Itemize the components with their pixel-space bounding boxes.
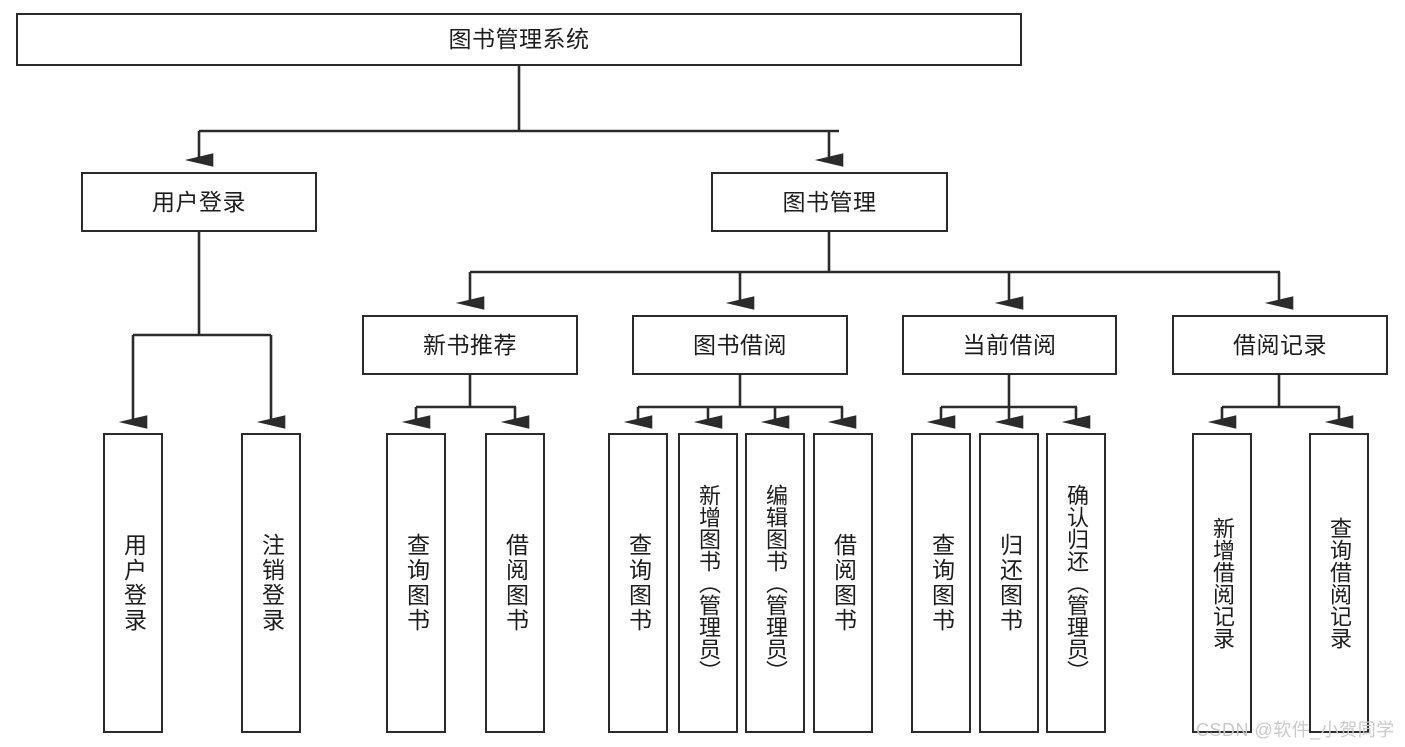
node-label: 借阅记录 <box>1233 331 1327 358</box>
node-label: 图书管理系统 <box>448 26 590 53</box>
leaf-edit-book-admin[interactable]: 编辑图书（管理员） <box>745 433 805 733</box>
csdn-watermark: CSDN @软件_小贺同学 <box>1196 720 1395 740</box>
node-label: 用户登录 <box>120 533 147 633</box>
leaf-borrow-book-borrowing[interactable]: 借阅图书 <box>813 433 873 733</box>
leaf-query-book-borrowing[interactable]: 查询图书 <box>608 433 668 733</box>
node-label: 新增图书（管理员） <box>696 484 721 682</box>
node-root-system[interactable]: 图书管理系统 <box>16 13 1022 66</box>
node-label: 查询图书 <box>928 533 955 633</box>
node-label: 借阅图书 <box>830 533 857 633</box>
leaf-logout[interactable]: 注销登录 <box>241 433 301 733</box>
node-label: 新增借阅记录 <box>1210 517 1235 649</box>
node-label: 借阅图书 <box>502 533 529 633</box>
node-label: 归还图书 <box>996 533 1023 633</box>
node-book-management[interactable]: 图书管理 <box>711 172 948 232</box>
leaf-confirm-return-admin[interactable]: 确认归还（管理员） <box>1046 433 1106 733</box>
leaf-query-book-recommendation[interactable]: 查询图书 <box>386 433 446 733</box>
node-label: 图书管理 <box>782 188 877 215</box>
node-borrow-records[interactable]: 借阅记录 <box>1172 315 1388 375</box>
node-label: 当前借阅 <box>962 331 1057 358</box>
leaf-return-book[interactable]: 归还图书 <box>979 433 1039 733</box>
leaf-add-borrow-record[interactable]: 新增借阅记录 <box>1192 433 1252 733</box>
leaf-query-borrow-record[interactable]: 查询借阅记录 <box>1309 433 1369 733</box>
node-current-borrowing[interactable]: 当前借阅 <box>902 315 1117 375</box>
node-new-book-recommendation[interactable]: 新书推荐 <box>362 315 578 375</box>
node-label: 查询图书 <box>625 533 652 633</box>
node-label: 编辑图书（管理员） <box>763 484 788 682</box>
node-label: 新书推荐 <box>423 331 517 358</box>
node-label: 用户登录 <box>152 188 246 215</box>
leaf-user-login[interactable]: 用户登录 <box>103 433 163 733</box>
node-label: 确认归还（管理员） <box>1064 484 1089 682</box>
node-user-login[interactable]: 用户登录 <box>81 172 317 232</box>
node-label: 图书借阅 <box>693 331 787 358</box>
leaf-borrow-book-recommendation[interactable]: 借阅图书 <box>485 433 545 733</box>
node-label: 查询图书 <box>403 533 430 633</box>
leaf-query-book-current[interactable]: 查询图书 <box>911 433 971 733</box>
node-label: 查询借阅记录 <box>1327 517 1352 649</box>
node-label: 注销登录 <box>258 533 285 633</box>
node-book-borrowing[interactable]: 图书借阅 <box>632 315 848 375</box>
leaf-add-book-admin[interactable]: 新增图书（管理员） <box>678 433 738 733</box>
